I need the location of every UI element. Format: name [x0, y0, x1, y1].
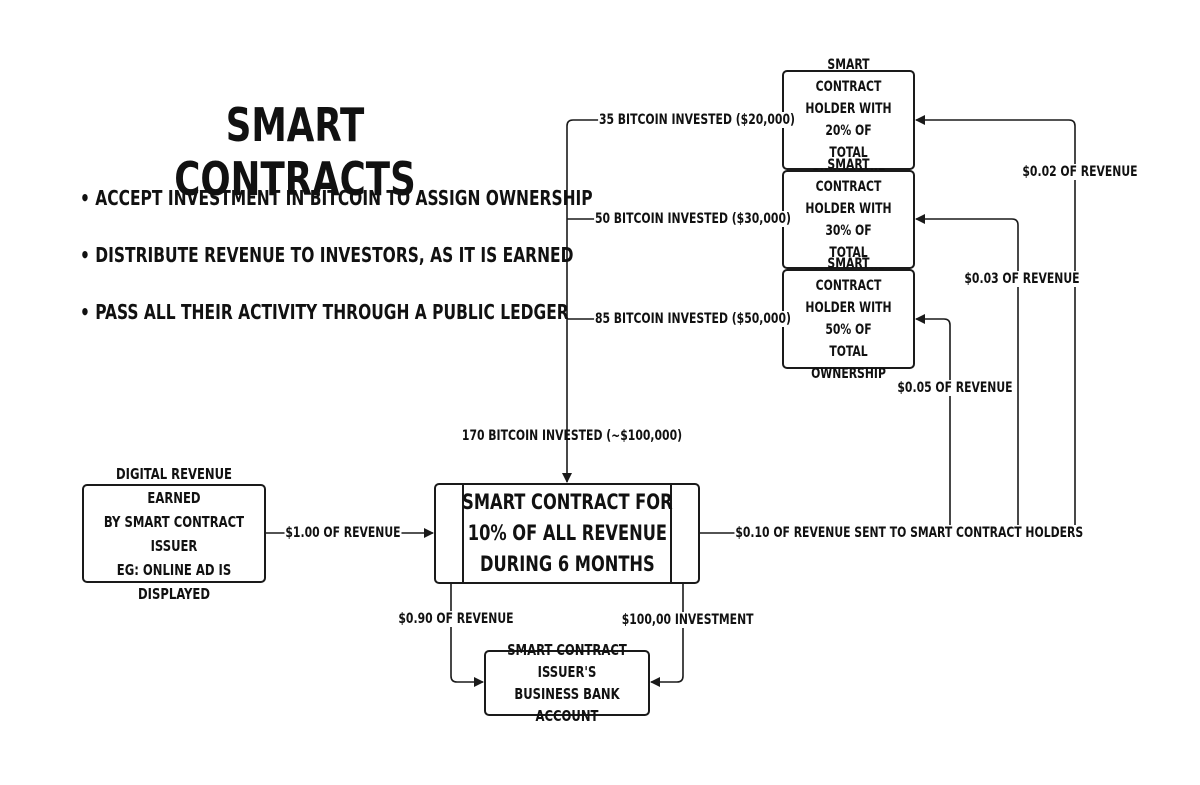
rev-005-line	[915, 314, 951, 533]
invest-trunk-line	[562, 119, 783, 483]
bullet-investment: • ACCEPT INVESTMENT IN BITCOIN TO ASSIGN…	[80, 186, 593, 210]
holder-50-node: SMART CONTRACT HOLDER WITH 50% OF TOTAL …	[782, 256, 915, 382]
edge-label-invest-50: 50 BITCOIN INVESTED ($30,000)	[594, 211, 792, 227]
revenue-source-node: DIGITAL REVENUE EARNED BY SMART CONTRACT…	[82, 465, 266, 603]
process-bar-right	[670, 485, 672, 582]
process-bar-left	[462, 485, 464, 582]
edge-label-invest-35: 35 BITCOIN INVESTED ($20,000)	[598, 112, 796, 128]
edge-label-revenue-out: $0.10 OF REVENUE SENT TO SMART CONTRACT …	[734, 525, 1085, 541]
edge-label-rev-090: $0.90 OF REVENUE	[397, 611, 515, 627]
holder-30-node: SMART CONTRACT HOLDER WITH 30% OF TOTAL …	[782, 157, 915, 283]
smart-contract-label: SMART CONTRACT FOR 10% OF ALL REVENUE DU…	[461, 490, 673, 576]
rev-003-line	[915, 214, 1019, 533]
bullet-distribute: • DISTRIBUTE REVENUE TO INVESTORS, AS IT…	[80, 243, 574, 267]
page-title: SMART CONTRACTS	[174, 98, 416, 206]
edge-label-rev-003: $0.03 OF REVENUE	[963, 271, 1081, 287]
bullet-ledger: • PASS ALL THEIR ACTIVITY THROUGH A PUBL…	[80, 300, 569, 324]
smart-contract-node: SMART CONTRACT FOR 10% OF ALL REVENUE DU…	[434, 483, 700, 584]
edge-label-invest-85: 85 BITCOIN INVESTED ($50,000)	[594, 311, 792, 327]
bank-account-label: SMART CONTRACT ISSUER'S BUSINESS BANK AC…	[507, 641, 627, 725]
holder-20-node: SMART CONTRACT HOLDER WITH 20% OF TOTAL …	[782, 57, 915, 183]
edge-label-rev-005: $0.05 OF REVENUE	[896, 380, 1014, 396]
edge-label-rev-002: $0.02 OF REVENUE	[1021, 164, 1139, 180]
edge-label-revenue-in: $1.00 OF REVENUE	[284, 525, 402, 541]
edge-label-invest-170: 170 BITCOIN INVESTED (~$100,000)	[461, 428, 683, 444]
investment-bank-line	[650, 584, 684, 687]
bank-account-node: SMART CONTRACT ISSUER'S BUSINESS BANK AC…	[484, 641, 650, 725]
rev-090-line	[450, 584, 484, 687]
holder-50-label: SMART CONTRACT HOLDER WITH 50% OF TOTAL …	[805, 256, 892, 382]
revenue-source-label: DIGITAL REVENUE EARNED BY SMART CONTRACT…	[103, 464, 245, 603]
edge-label-investment-bank: $100,00 INVESTMENT	[620, 612, 755, 628]
